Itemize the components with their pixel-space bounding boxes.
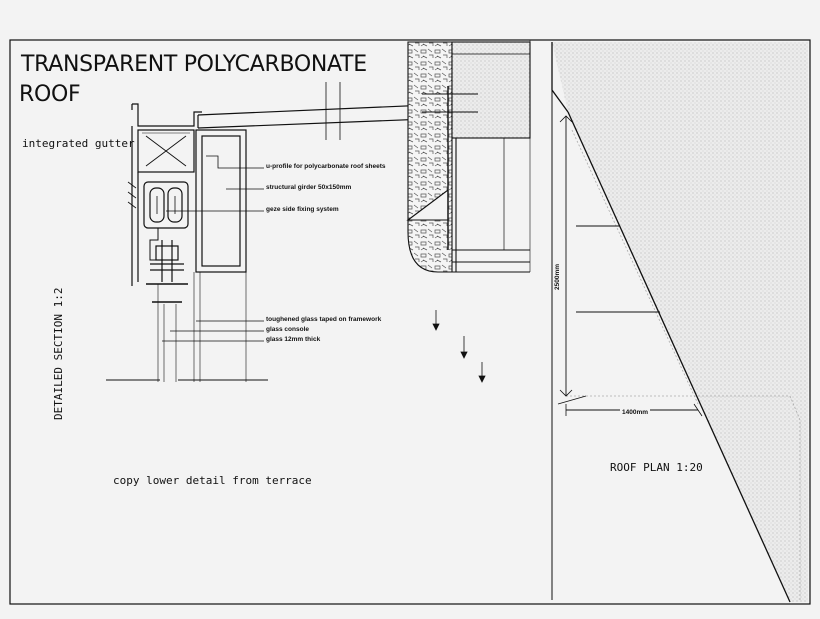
sheet-border — [9, 39, 811, 605]
callout-glass-console: glass console — [266, 326, 309, 333]
callout-structural-girder: structural girder 50x150mm — [266, 184, 352, 191]
drawing-title-line2: ROOF — [19, 82, 81, 107]
drawing-title-line1: TRANSPARENT POLYCARBONATE — [21, 52, 367, 77]
roof-plan — [551, 42, 808, 603]
roof-plan-label: ROOF PLAN 1:20 — [610, 461, 703, 474]
gutter-label: integrated gutter — [22, 137, 135, 150]
callout-u-profile: u-profile for polycarbonate roof sheets — [266, 163, 386, 170]
fall-arrows — [432, 310, 486, 383]
section-label: DETAILED SECTION 1:2 — [52, 287, 65, 420]
callout-leaders — [162, 155, 264, 342]
callout-glass-thickness: glass 12mm thick — [266, 336, 321, 343]
dimension-vertical: 2500mm — [554, 263, 561, 290]
callout-geze-fixing: geze side fixing system — [266, 206, 339, 213]
callout-toughened-glass: toughened glass taped on framework — [266, 316, 382, 323]
wall-section — [406, 40, 531, 273]
dimension-horizontal: 1400mm — [620, 409, 651, 416]
copy-note: copy lower detail from terrace — [113, 474, 312, 487]
